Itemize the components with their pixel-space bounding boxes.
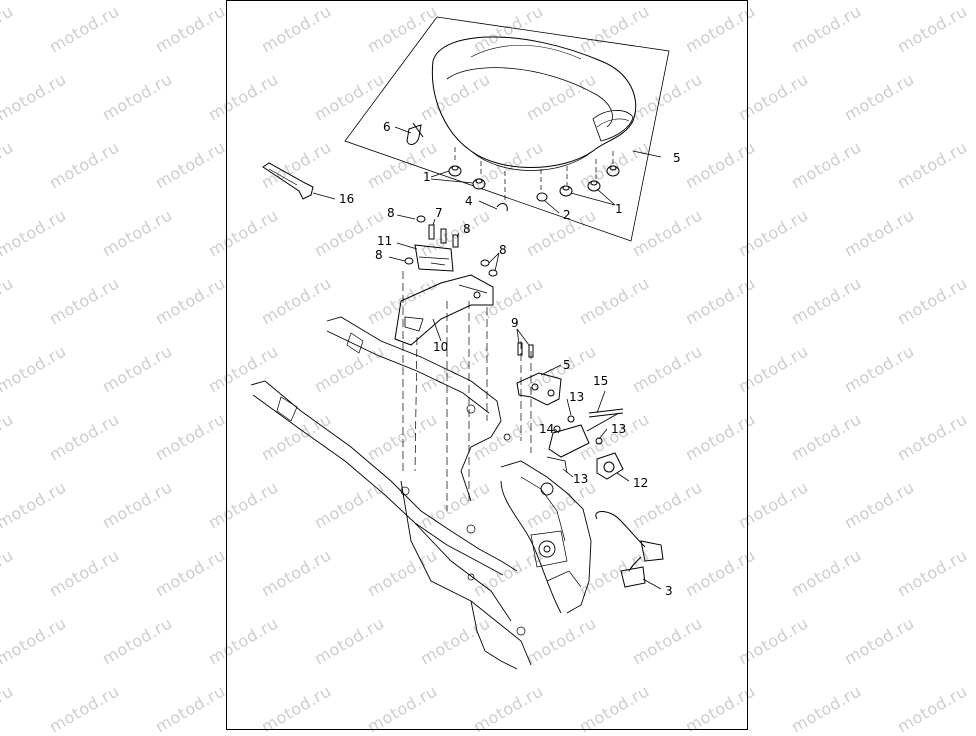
alignment-lines	[402, 271, 532, 511]
watermark-text: motod.ru	[152, 545, 229, 601]
watermark-text: motod.ru	[99, 341, 176, 397]
cable-part-3	[595, 511, 664, 588]
callout-2: 2	[563, 208, 571, 222]
callout-7: 7	[435, 206, 443, 220]
callout-8-upper-left: 8	[387, 206, 395, 220]
watermark-text: motod.ru	[788, 1, 865, 57]
bracket-part-5-lower	[516, 372, 562, 406]
callout-8-upper-right: 8	[463, 222, 471, 236]
callout-14: 14	[539, 422, 555, 436]
watermark-text: motod.ru	[0, 409, 17, 465]
bracket-part-11	[414, 244, 454, 272]
frame-main-rail	[500, 460, 592, 614]
watermark-text: motod.ru	[152, 681, 229, 736]
watermark-text: motod.ru	[894, 681, 971, 736]
watermark-text: motod.ru	[788, 137, 865, 193]
callout-11: 11	[377, 234, 393, 248]
watermark-text: motod.ru	[841, 477, 918, 533]
watermark-text: motod.ru	[152, 273, 229, 329]
seat-stud-centerlines	[454, 147, 614, 201]
watermark-text: motod.ru	[99, 477, 176, 533]
watermark-text: motod.ru	[0, 1, 17, 57]
watermark-text: motod.ru	[841, 69, 918, 125]
watermark-text: motod.ru	[46, 681, 123, 736]
watermark-text: motod.ru	[99, 205, 176, 261]
watermark-text: motod.ru	[0, 69, 70, 125]
callout-13-right: 13	[611, 422, 627, 436]
callout-15: 15	[593, 374, 609, 388]
latch-part-14	[546, 415, 603, 474]
watermark-text: motod.ru	[152, 137, 229, 193]
watermark-text: motod.ru	[99, 69, 176, 125]
watermark-text: motod.ru	[841, 205, 918, 261]
watermark-text: motod.ru	[894, 545, 971, 601]
callout-4: 4	[465, 194, 473, 208]
watermark-text: motod.ru	[894, 1, 971, 57]
watermark-text: motod.ru	[0, 341, 70, 397]
callout-1-left: 1	[423, 170, 431, 184]
watermark-text: motod.ru	[46, 137, 123, 193]
watermark-text: motod.ru	[99, 613, 176, 669]
watermark-text: motod.ru	[0, 545, 17, 601]
watermark-text: motod.ru	[841, 613, 918, 669]
bolts-upper	[404, 215, 498, 277]
bracket-part-10	[394, 274, 494, 346]
watermark-text: motod.ru	[894, 137, 971, 193]
callout-1-right: 1	[615, 202, 623, 216]
seat-panel-outline	[344, 16, 670, 242]
watermark-text: motod.ru	[788, 409, 865, 465]
callout-13-bottom: 13	[573, 472, 589, 486]
watermark-text: motod.ru	[152, 409, 229, 465]
callout-10: 10	[433, 340, 449, 354]
callout-9: 9	[511, 316, 519, 330]
seat	[431, 36, 637, 171]
watermark-text: motod.ru	[0, 137, 17, 193]
watermark-text: motod.ru	[0, 477, 70, 533]
parts-diagram: 1 1 2 3 4 5 5 6 7 8 8 8 8 9 10 11 12 13 …	[226, 0, 748, 730]
watermark-text: motod.ru	[841, 341, 918, 397]
watermark-text: motod.ru	[46, 545, 123, 601]
callout-8-lower-right: 8	[499, 243, 507, 257]
callout-5-bracket: 5	[563, 358, 571, 372]
watermark-text: motod.ru	[46, 409, 123, 465]
callout-16: 16	[339, 192, 355, 206]
actuator-part-12	[596, 452, 624, 480]
callout-6: 6	[383, 120, 391, 134]
watermark-text: motod.ru	[0, 681, 17, 736]
watermark-text: motod.ru	[46, 273, 123, 329]
watermark-text: motod.ru	[152, 1, 229, 57]
watermark-text: motod.ru	[788, 681, 865, 736]
clip-part-6	[406, 122, 424, 145]
watermark-text: motod.ru	[788, 545, 865, 601]
frame-rear-subframe	[250, 316, 532, 670]
watermark-text: motod.ru	[0, 273, 17, 329]
callout-13-top: 13	[569, 390, 585, 404]
callout-5-seat: 5	[673, 151, 681, 165]
watermark-text: motod.ru	[0, 613, 70, 669]
watermark-text: motod.ru	[46, 1, 123, 57]
seat-and-frame-drawing	[250, 16, 670, 670]
watermark-text: motod.ru	[894, 409, 971, 465]
tool-part-16	[262, 162, 314, 200]
leader-lines	[312, 126, 662, 590]
callout-12: 12	[633, 476, 649, 490]
callout-8-lower-left: 8	[375, 248, 383, 262]
watermark-text: motod.ru	[0, 205, 70, 261]
watermark-text: motod.ru	[788, 273, 865, 329]
bolts-part-9	[517, 342, 534, 358]
seat-nuts	[448, 165, 620, 212]
bolts-part-15	[586, 408, 624, 432]
watermark-text: motod.ru	[894, 273, 971, 329]
frame-gussets	[276, 332, 526, 636]
callout-3: 3	[665, 584, 673, 598]
